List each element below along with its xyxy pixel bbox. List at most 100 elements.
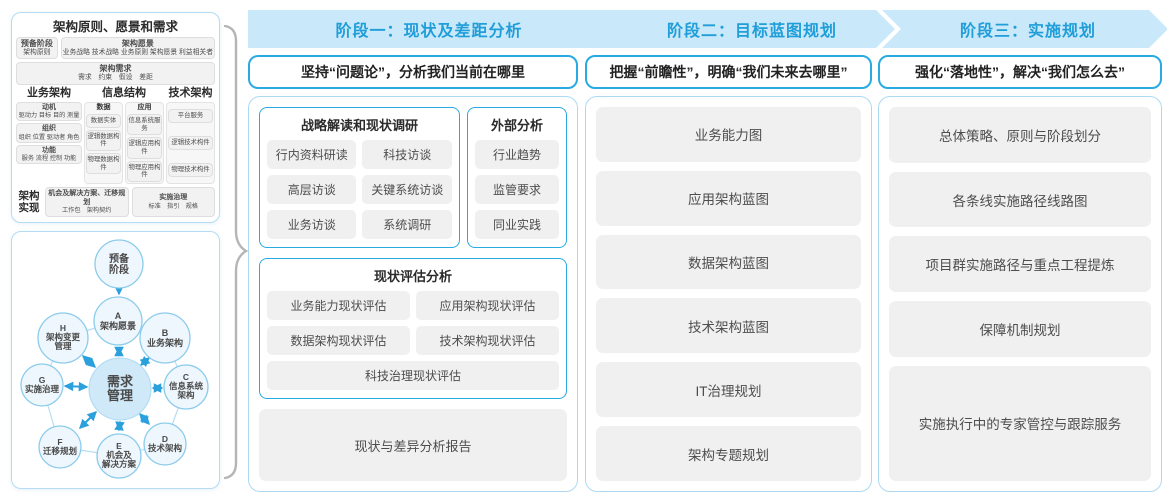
requirements-title: 架构需求 (99, 64, 132, 74)
phase2-item: 技术架构蓝图 (596, 298, 861, 354)
phase3-item: 各条线实施路径线路图 (889, 171, 1151, 228)
architecture-domains-row: 业务架构 动机 驱动力 目标 目的 测量 组织 组织 位置 驱动者 角色 功能 … (16, 86, 215, 185)
organization-title: 组织 (42, 125, 56, 133)
motivation-title: 动机 (42, 103, 56, 111)
external-item: 监管要求 (474, 175, 559, 204)
adm-node-prep: 预备阶段 (94, 239, 144, 289)
vision-title: 架构愿景 (121, 39, 154, 48)
assessment-item: 应用架构现状评估 (416, 291, 559, 320)
application-item: 信息系统服务 (127, 114, 162, 136)
phase2-content-panel: 业务能力图 应用架构蓝图 数据架构蓝图 技术架构蓝图 IT治理规划 架构专题规划 (585, 96, 872, 492)
prep-vision-row: 预备阶段 架构原则 架构愿景 业务战略 技术战略 业务原则 架构愿景 利益相关者 (16, 37, 215, 60)
external-analysis-box: 外部分析 行业趋势 监管要求 同业实践 (466, 107, 567, 248)
application-subcolumn: 应用 信息系统服务 逻辑应用构件 物理应用构件 (125, 101, 164, 185)
application-item: 物理应用构件 (127, 160, 162, 183)
assessment-title: 现状评估分析 (373, 269, 452, 284)
architecture-vision-box: 架构愿景 业务战略 技术战略 业务原则 架构愿景 利益相关者 (60, 37, 215, 60)
motivation-box: 动机 驱动力 目标 目的 测量 (16, 101, 82, 122)
technology-architecture-title: 技术架构 (168, 86, 213, 99)
adm-node-center: 需求管理 (88, 357, 152, 421)
information-structure-title: 信息结构 (102, 86, 146, 99)
prep-phase-box: 预备阶段 架构原则 (16, 37, 58, 60)
organization-box: 组织 组织 位置 驱动者 角色 (16, 123, 82, 143)
technology-item: 平台服务 (168, 109, 213, 123)
opportunities-migration-box: 机会及解决方案、迁移规划 工作包 架构契约 (45, 187, 129, 218)
survey-item: 行内资料研读 (267, 140, 357, 169)
function-items: 服务 流程 控制 功能 (21, 155, 77, 163)
assessment-item: 科技治理现状评估 (267, 361, 559, 390)
phase3-item: 保障机制规划 (889, 301, 1151, 357)
phase1-banner-label: 阶段一：现状及差距分析 (335, 23, 523, 40)
survey-item: 科技访谈 (362, 140, 452, 169)
application-title: 应用 (137, 103, 152, 111)
data-subcolumn: 数据 数据实体 逻辑数据构件 物理数据构件 (84, 101, 123, 185)
motivation-items: 驱动力 目标 目的 测量 (18, 112, 80, 119)
survey-item: 系统调研 (362, 210, 452, 239)
phase1-subtitle-box: 坚持“问题论”，分析我们当前在哪里 (248, 55, 578, 89)
survey-item: 高层访谈 (267, 175, 357, 204)
external-analysis-title: 外部分析 (490, 118, 543, 133)
phase1-banner: 阶段一：现状及差距分析 (248, 10, 624, 48)
realization-label: 架构实现 (18, 190, 40, 215)
business-architecture-column: 业务架构 动机 驱动力 目标 目的 测量 组织 组织 位置 驱动者 角色 功能 … (16, 87, 82, 184)
information-structure-column: 信息结构 数据 数据实体 逻辑数据构件 物理数据构件 应用 信息系统服务 逻辑应… (84, 86, 164, 185)
arch-principles-label: 架构原则 (23, 49, 51, 56)
phase2-item: 业务能力图 (596, 107, 861, 162)
survey-item: 业务访谈 (267, 210, 357, 239)
governance-items: 标准 指引 规格 (148, 202, 199, 210)
phase2-item: 数据架构蓝图 (596, 234, 861, 290)
function-box: 功能 服务 流程 控制 功能 (16, 144, 82, 165)
assessment-box: 现状评估分析 业务能力现状评估 应用架构现状评估 数据架构现状评估 技术架构现状… (259, 258, 567, 399)
phase3-banner-label: 阶段三：实施规划 (959, 23, 1096, 40)
architecture-requirements-box: 架构需求 需求 约束 假设 差距 (16, 62, 215, 85)
assessment-item: 技术架构现状评估 (416, 326, 559, 355)
cycle-arrows (63, 285, 164, 432)
phase3-item: 项目群实施路径与重点工程提炼 (889, 236, 1151, 293)
governance-title: 实施治理 (159, 194, 188, 202)
phase3-banner: 阶段三：实施规划 (882, 10, 1167, 48)
data-item: 物理数据构件 (86, 153, 121, 175)
gap-analysis-report-box: 现状与差异分析报告 (259, 409, 567, 481)
requirements-items: 需求 约束 假设 差距 (78, 74, 153, 82)
data-title: 数据 (96, 103, 111, 111)
phase2-banner: 阶段二：目标蓝图规划 (603, 10, 895, 48)
strategy-survey-box: 战略解读和现状调研 行内资料研读 科技访谈 高层访谈 关键系统访谈 业务访谈 系… (259, 107, 460, 248)
phase3-item: 总体策略、原则与阶段划分 (889, 107, 1151, 163)
phase1-content-panel: 战略解读和现状调研 行内资料研读 科技访谈 高层访谈 关键系统访谈 业务访谈 系… (248, 96, 578, 492)
architecture-realization-row: 架构实现 机会及解决方案、迁移规划 工作包 架构契约 实施治理 标准 指引 规格 (16, 187, 215, 218)
phase3-subtitle-box: 强化“落地性”，解决“我们怎么去” (878, 55, 1162, 89)
phase3-item: 实施执行中的专家管控与跟踪服务 (889, 365, 1151, 482)
assessment-item: 数据架构现状评估 (267, 326, 410, 355)
phase2-subtitle: 把握“前瞻性”，明确“我们未来去哪里” (609, 64, 848, 80)
business-architecture-title: 业务架构 (27, 86, 71, 99)
function-title: 功能 (42, 146, 56, 154)
organization-items: 组织 位置 驱动者 角色 (18, 133, 80, 141)
assessment-item: 业务能力现状评估 (267, 291, 410, 320)
technology-architecture-column: 技术架构 平台服务 逻辑技术构件 物理技术构件 (166, 86, 215, 185)
technology-item: 逻辑技术构件 (168, 136, 213, 150)
opportunities-title: 机会及解决方案、迁移规划 (48, 190, 126, 206)
brace-connector (223, 25, 249, 480)
data-item: 数据实体 (86, 114, 121, 128)
opportunities-items: 工作包 架构契约 (62, 206, 112, 214)
application-item: 逻辑应用构件 (127, 137, 162, 159)
phase3-content-panel: 总体策略、原则与阶段划分 各条线实施路径线路图 项目群实施路径与重点工程提炼 保… (878, 96, 1162, 492)
external-item: 同业实践 (474, 210, 559, 239)
phase2-item: IT治理规划 (596, 362, 861, 418)
